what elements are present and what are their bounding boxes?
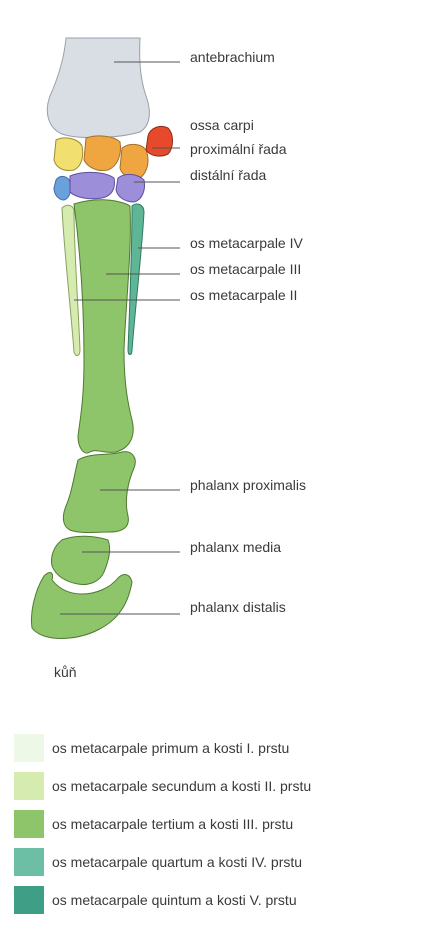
carpal-distal-purple-2 [115,173,145,203]
color-legend: os metacarpale primum a kosti I. prstu o… [14,734,311,924]
carpal-radiale [83,135,121,171]
legend-swatch [14,772,44,800]
legend-label: os metacarpale secundum a kosti II. prst… [52,778,312,794]
legend-swatch [14,886,44,914]
carpal-ulnare [119,143,149,179]
label-os-metacarpale-ii: os metacarpale II [190,287,298,303]
phalanx-proximalis-bone [62,451,136,533]
os-metacarpale-iii-bone [73,199,134,454]
label-os-metacarpale-iii: os metacarpale III [190,261,302,277]
legend-label: os metacarpale primum a kosti I. prstu [52,740,290,756]
legend-item: os metacarpale quintum a kosti V. prstu [14,886,311,914]
phalanx-media-bone [51,535,111,585]
phalanx-distalis-bone [31,572,133,639]
carpal-distal-blue [53,175,72,201]
legend-swatch [14,810,44,838]
label-phalanx-proximalis: phalanx proximalis [190,477,306,493]
legend-item: os metacarpale secundum a kosti II. prst… [14,772,311,800]
antebrachium-bone [46,37,150,139]
carpal-distal-purple-1 [69,171,115,200]
label-ossa-carpi: ossa carpi [190,117,254,133]
horse-forelimb-diagram [31,37,180,639]
legend-label: os metacarpale quartum a kosti IV. prstu [52,854,303,870]
legend-item: os metacarpale tertium a kosti III. prst… [14,810,311,838]
os-metacarpale-iv-bone [127,203,145,355]
legend-item: os metacarpale quartum a kosti IV. prstu [14,848,311,876]
os-metacarpale-ii-bone [61,204,81,357]
label-antebrachium: antebrachium [190,49,275,65]
legend-item: os metacarpale primum a kosti I. prstu [14,734,311,762]
legend-swatch [14,734,44,762]
label-os-metacarpale-iv: os metacarpale IV [190,235,303,251]
carpal-accessorium [145,125,173,157]
label-phalanx-distalis: phalanx distalis [190,599,286,615]
legend-label: os metacarpale tertium a kosti III. prst… [52,816,294,832]
legend-swatch [14,848,44,876]
caption-species: kůň [54,664,77,680]
label-distalni-rada: distální řada [190,167,267,183]
label-proximalni-rada: proximální řada [190,141,287,157]
carpal-intermedium [53,137,84,171]
label-phalanx-media: phalanx media [190,539,282,555]
legend-label: os metacarpale quintum a kosti V. prstu [52,892,297,908]
